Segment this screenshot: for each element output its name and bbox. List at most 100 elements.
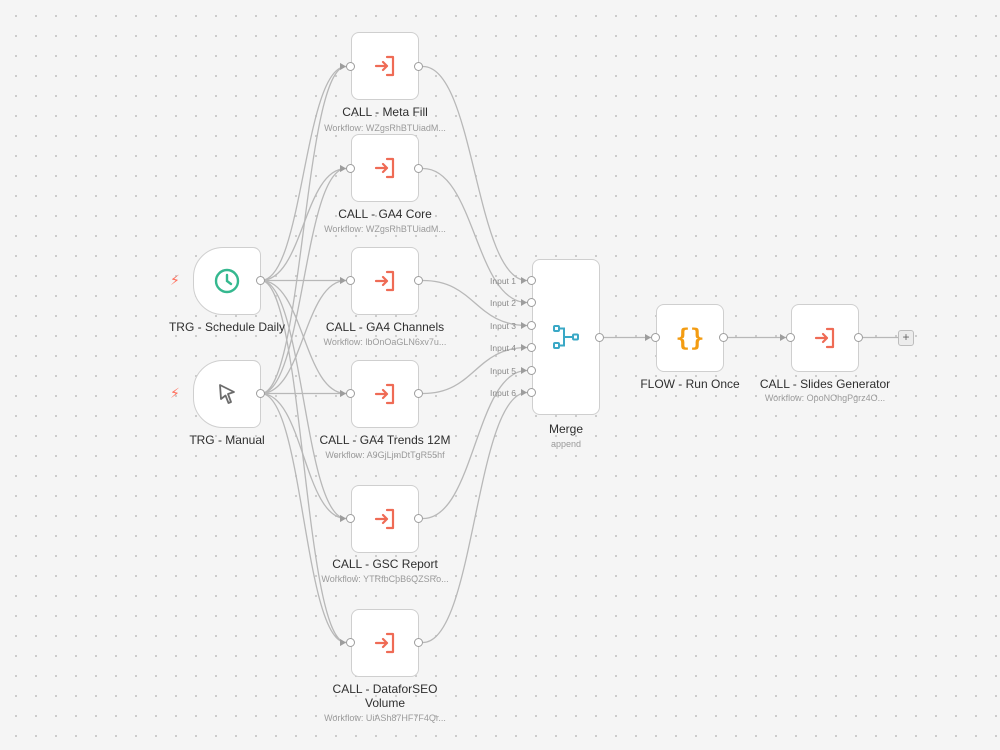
call-workflow-icon [374, 383, 395, 405]
trg-manual-output-handle[interactable] [256, 389, 265, 398]
flow-run-once-node[interactable]: {} [656, 304, 724, 372]
flow-run-once-output-handle[interactable] [719, 333, 728, 342]
edge-arrowhead [521, 367, 527, 374]
call-slides-input-handle[interactable] [786, 333, 795, 342]
merge-icon [553, 325, 579, 349]
trigger-to-call-edge [260, 392, 347, 644]
call-slides-generator-subtitle: Workflow: OpoNOhgPgrz4O... [764, 393, 886, 403]
call-dataforseo-subtitle: Workflow: UiASh87HF7F4Qr... [324, 713, 446, 723]
trigger-to-call-edge [260, 279, 347, 644]
edge-arrowhead [340, 277, 346, 284]
call-dataforseo-title: CALL - DataforSEO Volume [332, 682, 438, 710]
call-ga4-trends-title: CALL - GA4 Trends 12M [319, 433, 451, 447]
edge-arrowhead [521, 322, 527, 329]
edge-arrowhead [340, 63, 346, 70]
edge-arrowhead [340, 639, 346, 646]
trigger-bolt-icon: ⚡ [170, 272, 180, 288]
call-slides-generator-title: CALL - Slides Generator [759, 377, 891, 391]
call-meta-fill-subtitle: Workflow: WZgsRhBTUiadM... [324, 123, 446, 133]
call-ga4-channels-title: CALL - GA4 Channels [325, 320, 445, 334]
call-dataforseo-output-handle[interactable] [414, 638, 423, 647]
call-ga4-channels-node[interactable] [351, 247, 419, 315]
call-ga4-trends-node[interactable] [351, 360, 419, 428]
call-ga4-core-node[interactable] [351, 134, 419, 202]
trg-schedule-daily-title: TRG - Schedule Daily [168, 320, 286, 334]
merge-input-label: Input 5 [490, 366, 516, 376]
call-workflow-icon [374, 270, 395, 292]
edge-arrowhead [340, 165, 346, 172]
edge-arrowhead [645, 334, 651, 341]
call-gsc-report-title: CALL - GSC Report [332, 557, 438, 571]
merge-output-handle[interactable] [595, 333, 604, 342]
merge-input-label: Input 4 [490, 343, 516, 353]
call-workflow-icon [374, 157, 395, 179]
trigger-to-call-edge [260, 167, 347, 395]
trigger-bolt-icon: ⚡ [170, 385, 180, 401]
edge-arrowhead [521, 389, 527, 396]
call-gsc-report-node[interactable] [351, 485, 419, 553]
call-meta-fill-node[interactable] [351, 32, 419, 100]
merge-node[interactable] [532, 259, 600, 415]
trigger-to-call-edge [260, 392, 347, 520]
call-ga4-channels-input-handle[interactable] [346, 276, 355, 285]
merge-input-1-handle[interactable] [527, 276, 536, 285]
trigger-to-call-edge [260, 65, 347, 395]
trigger-to-call-edge [260, 167, 347, 282]
call-slides-output-handle[interactable] [854, 333, 863, 342]
merge-subtitle: append [550, 439, 582, 449]
edge-arrowhead [780, 334, 786, 341]
cursor-arrow-icon [219, 384, 235, 404]
merge-input-6-handle[interactable] [527, 388, 536, 397]
call-workflow-icon [374, 55, 395, 77]
call-workflow-icon [814, 327, 835, 349]
clock-icon [214, 268, 240, 294]
trg-schedule-output-handle[interactable] [256, 276, 265, 285]
trigger-to-call-edge [260, 279, 347, 520]
call-ga4-core-input-handle[interactable] [346, 164, 355, 173]
call-dataforseo-input-handle[interactable] [346, 638, 355, 647]
call-ga4-channels-subtitle: Workflow: lbOnOaGLN6xv7u... [323, 337, 447, 347]
call-workflow-icon [374, 508, 395, 530]
call-ga4-trends-subtitle: Workflow: A9GjLjmDtTgR55hf [325, 450, 445, 460]
call-ga4-channels-output-handle[interactable] [414, 276, 423, 285]
merge-input-3-handle[interactable] [527, 321, 536, 330]
call-ga4-core-title: CALL - GA4 Core [338, 207, 432, 221]
merge-input-label: Input 6 [490, 388, 516, 398]
call-to-merge-edge [422, 279, 528, 327]
merge-input-2-handle[interactable] [527, 298, 536, 307]
call-to-merge-edge [422, 65, 528, 282]
code-braces-icon: {} [675, 324, 705, 352]
flow-run-once-input-handle[interactable] [651, 333, 660, 342]
merge-input-label: Input 1 [490, 276, 516, 286]
call-ga4-core-output-handle[interactable] [414, 164, 423, 173]
call-dataforseo-node[interactable] [351, 609, 419, 677]
call-ga4-trends-output-handle[interactable] [414, 389, 423, 398]
call-ga4-core-subtitle: Workflow: WZgsRhBTUiadM... [324, 224, 446, 234]
call-meta-fill-output-handle[interactable] [414, 62, 423, 71]
merge-input-5-handle[interactable] [527, 366, 536, 375]
merge-input-label: Input 3 [490, 321, 516, 331]
call-gsc-report-input-handle[interactable] [346, 514, 355, 523]
merge-input-label: Input 2 [490, 298, 516, 308]
call-gsc-report-output-handle[interactable] [414, 514, 423, 523]
edge-arrowhead [340, 515, 346, 522]
call-ga4-trends-input-handle[interactable] [346, 389, 355, 398]
call-to-merge-edge [422, 369, 528, 520]
call-to-merge-edge [422, 391, 528, 644]
call-gsc-report-subtitle: Workflow: YTRfbCpB6QZSRo... [321, 574, 449, 584]
trg-schedule-daily-node[interactable] [193, 247, 261, 315]
edge-arrowhead [340, 390, 346, 397]
call-to-merge-edge [422, 346, 528, 395]
trigger-to-call-edge [260, 279, 347, 395]
merge-input-4-handle[interactable] [527, 343, 536, 352]
trigger-to-call-edge [260, 65, 347, 282]
edge-arrowhead [521, 344, 527, 351]
call-to-merge-edge [422, 167, 528, 304]
call-meta-fill-input-handle[interactable] [346, 62, 355, 71]
call-slides-generator-node[interactable] [791, 304, 859, 372]
trg-manual-node[interactable] [193, 360, 261, 428]
edge-arrowhead [521, 277, 527, 284]
add-node-button[interactable]: + [898, 330, 914, 346]
call-workflow-icon [374, 632, 395, 654]
flow-run-once-title: FLOW - Run Once [640, 377, 740, 391]
